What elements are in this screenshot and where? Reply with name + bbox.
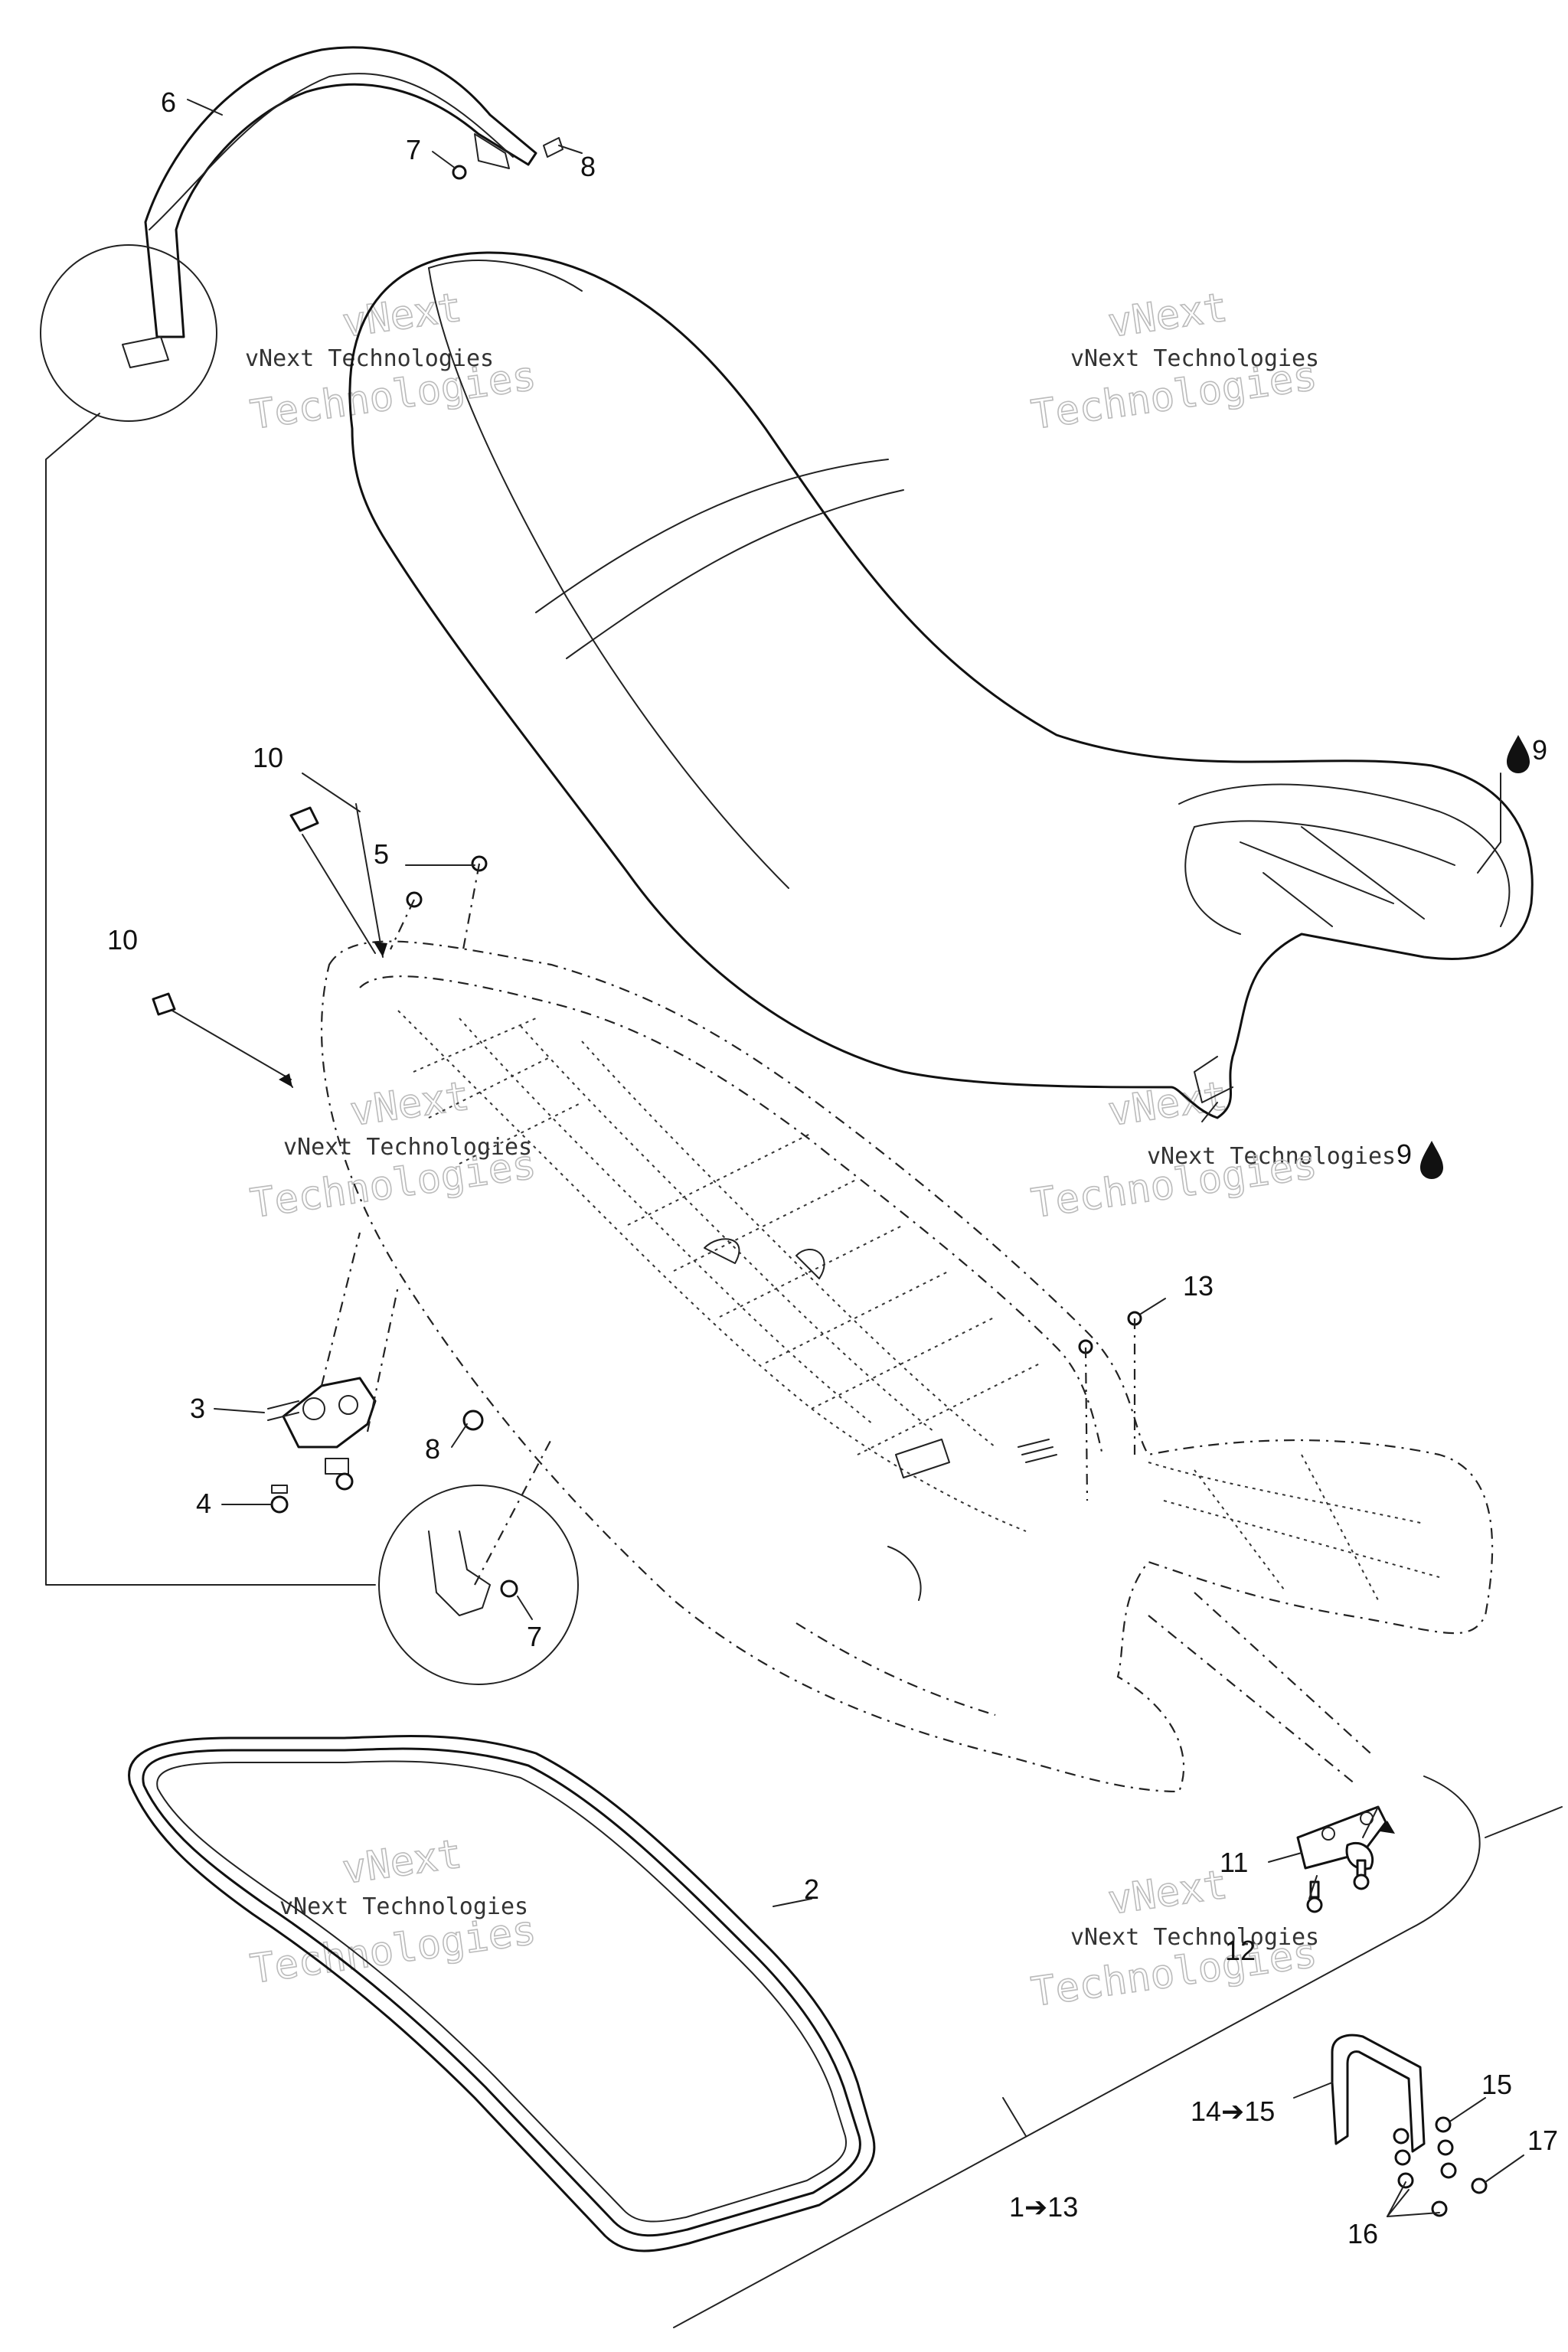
stud-parts xyxy=(1306,1859,1370,1913)
drop-icon xyxy=(1420,1141,1443,1179)
watermark-text: vNext Technologies xyxy=(1070,345,1319,372)
fastener-detail-circle xyxy=(378,1439,579,1685)
callout-8-bottom: 8 xyxy=(425,1433,440,1465)
seat-cover-part xyxy=(348,251,1534,1119)
watermark-bottom-left: vNext Technologies vNext Technologies xyxy=(247,1831,540,1994)
watermark-mid-left: vNext Technologies vNext Technologies xyxy=(247,1073,540,1228)
callout-7-bottom: 7 xyxy=(527,1621,542,1652)
clip-parts xyxy=(452,137,564,1431)
callout-10-upper: 10 xyxy=(253,742,283,773)
rear-bracket-part xyxy=(1296,1805,1387,1870)
watermark-text: vNext Technologies xyxy=(1147,1143,1396,1170)
seat-base-part xyxy=(320,940,1494,1793)
washer-nut-set xyxy=(1393,2116,1488,2217)
screw-parts xyxy=(270,1472,354,1514)
callout-10-lower: 10 xyxy=(107,924,138,956)
callout-6: 6 xyxy=(161,87,176,118)
callout-5: 5 xyxy=(374,838,389,870)
callout-4: 4 xyxy=(196,1488,211,1519)
callout-15: 15 xyxy=(1481,2069,1512,2100)
watermark-text: vNext Technologies xyxy=(1070,1924,1319,1951)
watermark-outline-text: vNext xyxy=(1105,1073,1230,1135)
callout-9-top: 9 xyxy=(1532,734,1547,766)
grab-strap-detail-circle xyxy=(40,244,217,422)
grab-strap-part xyxy=(122,46,537,368)
drop-icon xyxy=(1507,735,1530,773)
callout-7-top: 7 xyxy=(406,134,421,165)
callout-16: 16 xyxy=(1348,2218,1378,2249)
callout-1-13: 1➔13 xyxy=(1009,2191,1078,2223)
callout-8-top: 8 xyxy=(580,151,596,182)
watermark-top-right: vNext Technologies vNext Technologies xyxy=(1028,284,1321,439)
watermark-outline-text: vNext xyxy=(339,1831,464,1893)
callout-9-bottom: 9 xyxy=(1396,1138,1412,1170)
callout-14-15: 14➔15 xyxy=(1191,2096,1275,2127)
seal-gasket-part xyxy=(128,1735,876,2252)
callout-13: 13 xyxy=(1183,1270,1214,1302)
callout-labels: 6 7 8 9 9 10 10 5 3 4 8 7 13 2 11 12 14➔… xyxy=(107,87,1558,2249)
watermark-outline-text: vNext xyxy=(347,1073,472,1135)
callout-12: 12 xyxy=(1225,1935,1256,1966)
watermark-outline-text: vNext xyxy=(1105,285,1230,347)
watermark-outline-text: vNext xyxy=(1105,1862,1230,1924)
latch-part xyxy=(267,1377,377,1475)
watermark-text: vNext Technologies xyxy=(279,1893,528,1920)
watermark-top-left: vNext Technologies vNext Technologies xyxy=(245,284,540,439)
rear-handle-part xyxy=(1331,2034,1426,2153)
callout-3: 3 xyxy=(190,1393,205,1424)
watermark-bottom-right: vNext Technologies vNext Technologies xyxy=(1028,1861,1321,2017)
callout-17: 17 xyxy=(1527,2125,1558,2156)
arrowheads xyxy=(279,942,1395,1834)
watermark-mid-right: vNext Technologies vNext Technologies xyxy=(1028,1073,1396,1228)
nut-parts xyxy=(152,806,319,1016)
watermark-text: vNext Technologies xyxy=(283,1134,532,1161)
callout-2: 2 xyxy=(804,1873,819,1905)
callout-11: 11 xyxy=(1220,1847,1248,1878)
assembly-bracket-lines xyxy=(45,413,1563,2328)
